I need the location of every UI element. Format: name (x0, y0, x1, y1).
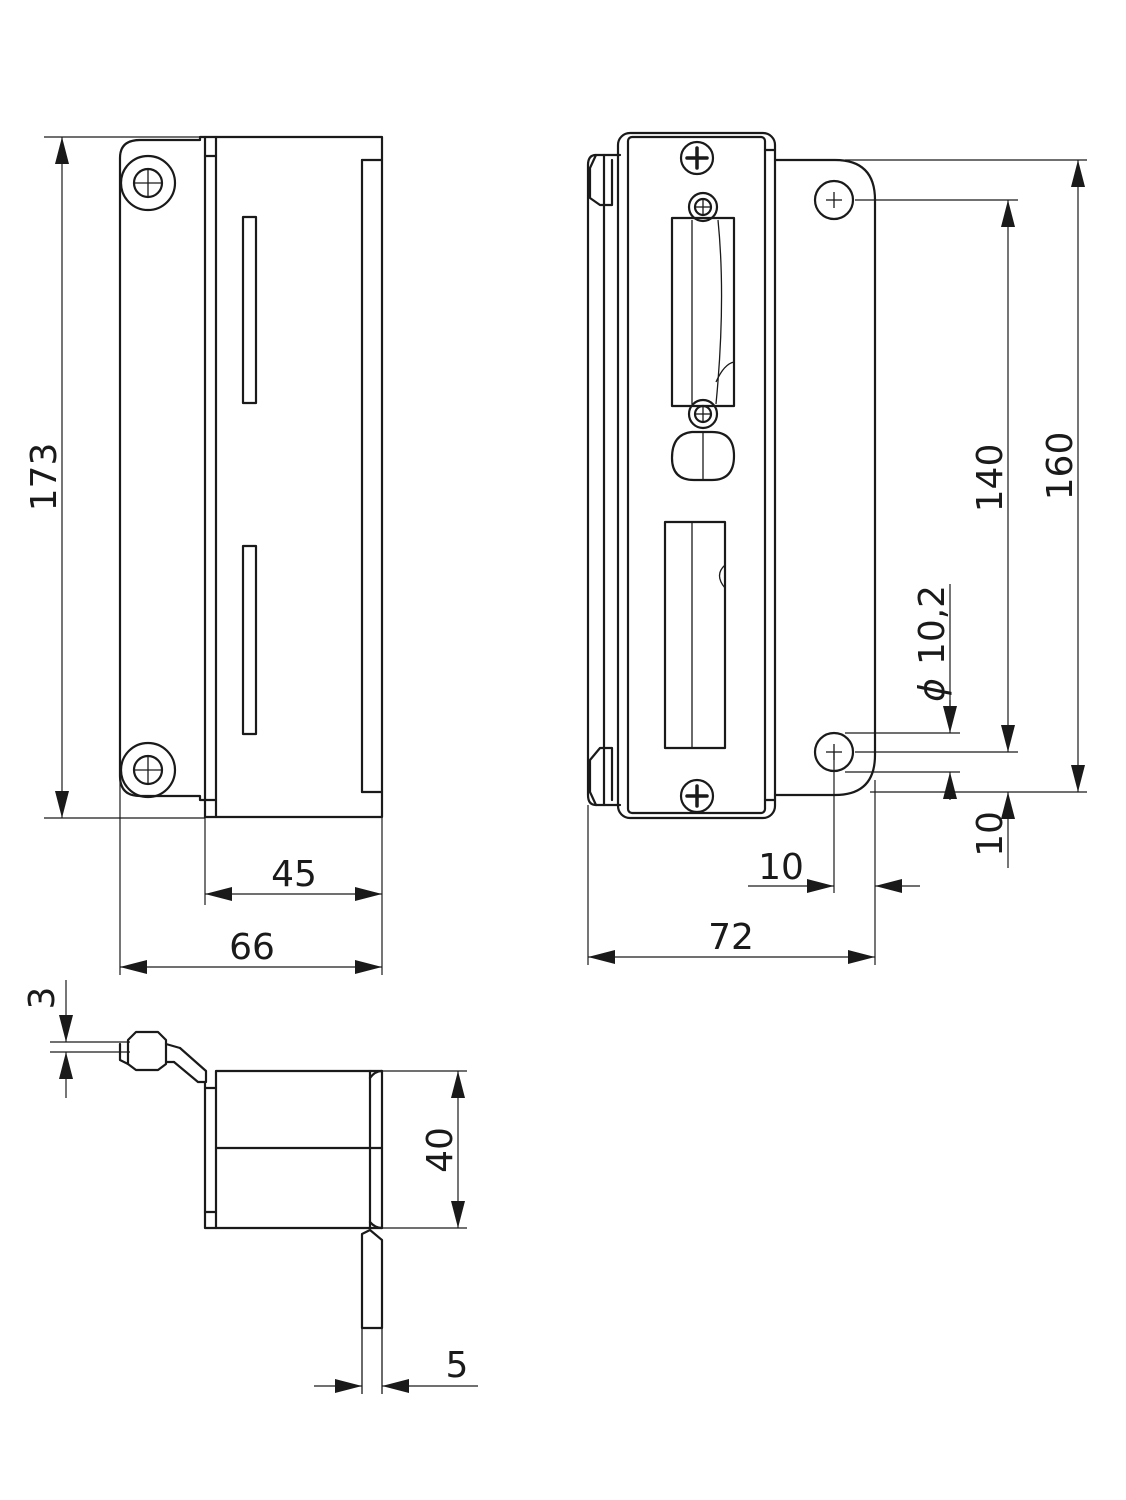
dim-label-5: 5 (446, 1345, 469, 1386)
top-view-body (214, 1069, 384, 1230)
front-view-faceplate (626, 135, 767, 815)
dim-label-diameter: 10,2 (912, 585, 953, 665)
dimension-diameter: ϕ 10,2 (845, 584, 960, 800)
dimension-45: 45 (204, 818, 383, 975)
top-view-bracket-arm (172, 1046, 208, 1084)
dim-label-45: 45 (271, 854, 317, 895)
side-view-slot-upper (241, 215, 258, 405)
front-view-bolt-opening (663, 520, 727, 750)
top-view (118, 1030, 384, 1394)
side-view-screw-top (119, 154, 177, 212)
side-view-screw-bottom (119, 741, 177, 799)
dim-label-140: 140 (970, 444, 1011, 513)
dimension-173: 173 (24, 136, 205, 819)
dim-label-66: 66 (229, 927, 275, 968)
front-view-mounting-plate (773, 158, 877, 797)
dimension-10-horizontal: 10 (748, 752, 920, 965)
dim-label-72: 72 (708, 917, 754, 958)
dimension-5: 5 (314, 1345, 478, 1393)
front-view (586, 131, 877, 820)
dimension-66: 66 (119, 780, 382, 975)
front-view-screw-bottom (679, 778, 715, 814)
dim-label-160: 160 (1040, 432, 1081, 501)
dim-label-10-horizontal: 10 (758, 847, 804, 888)
dim-label-173: 173 (24, 443, 65, 512)
dim-label-40: 40 (420, 1127, 461, 1173)
dim-label-10-vertical: 10 (970, 811, 1011, 857)
dimension-3: 3 (22, 980, 130, 1098)
side-view (118, 135, 384, 819)
front-view-latch-opening (670, 216, 736, 408)
front-view-body-outer (616, 131, 777, 820)
front-view-screw-top (679, 140, 715, 176)
dimension-10-vertical: 10 (970, 792, 1015, 868)
front-view-mounting-hole-top (813, 179, 855, 221)
dimension-140: 140 (855, 199, 1018, 753)
dimension-160: 160 (845, 159, 1087, 793)
dimension-72: 72 (587, 805, 875, 965)
front-view-oval-hole (670, 430, 736, 482)
top-view-faceplate-tail (360, 1228, 384, 1330)
side-view-body (214, 135, 384, 819)
dim-label-diameter-symbol: ϕ (912, 678, 953, 702)
dim-label-3: 3 (22, 987, 63, 1010)
dimension-40: 40 (382, 1070, 467, 1229)
front-view-screw-mid-lower (687, 398, 719, 430)
side-view-plate-outline (118, 135, 207, 802)
side-view-slot-lower (241, 544, 258, 736)
front-view-screw-mid-upper (687, 191, 719, 223)
